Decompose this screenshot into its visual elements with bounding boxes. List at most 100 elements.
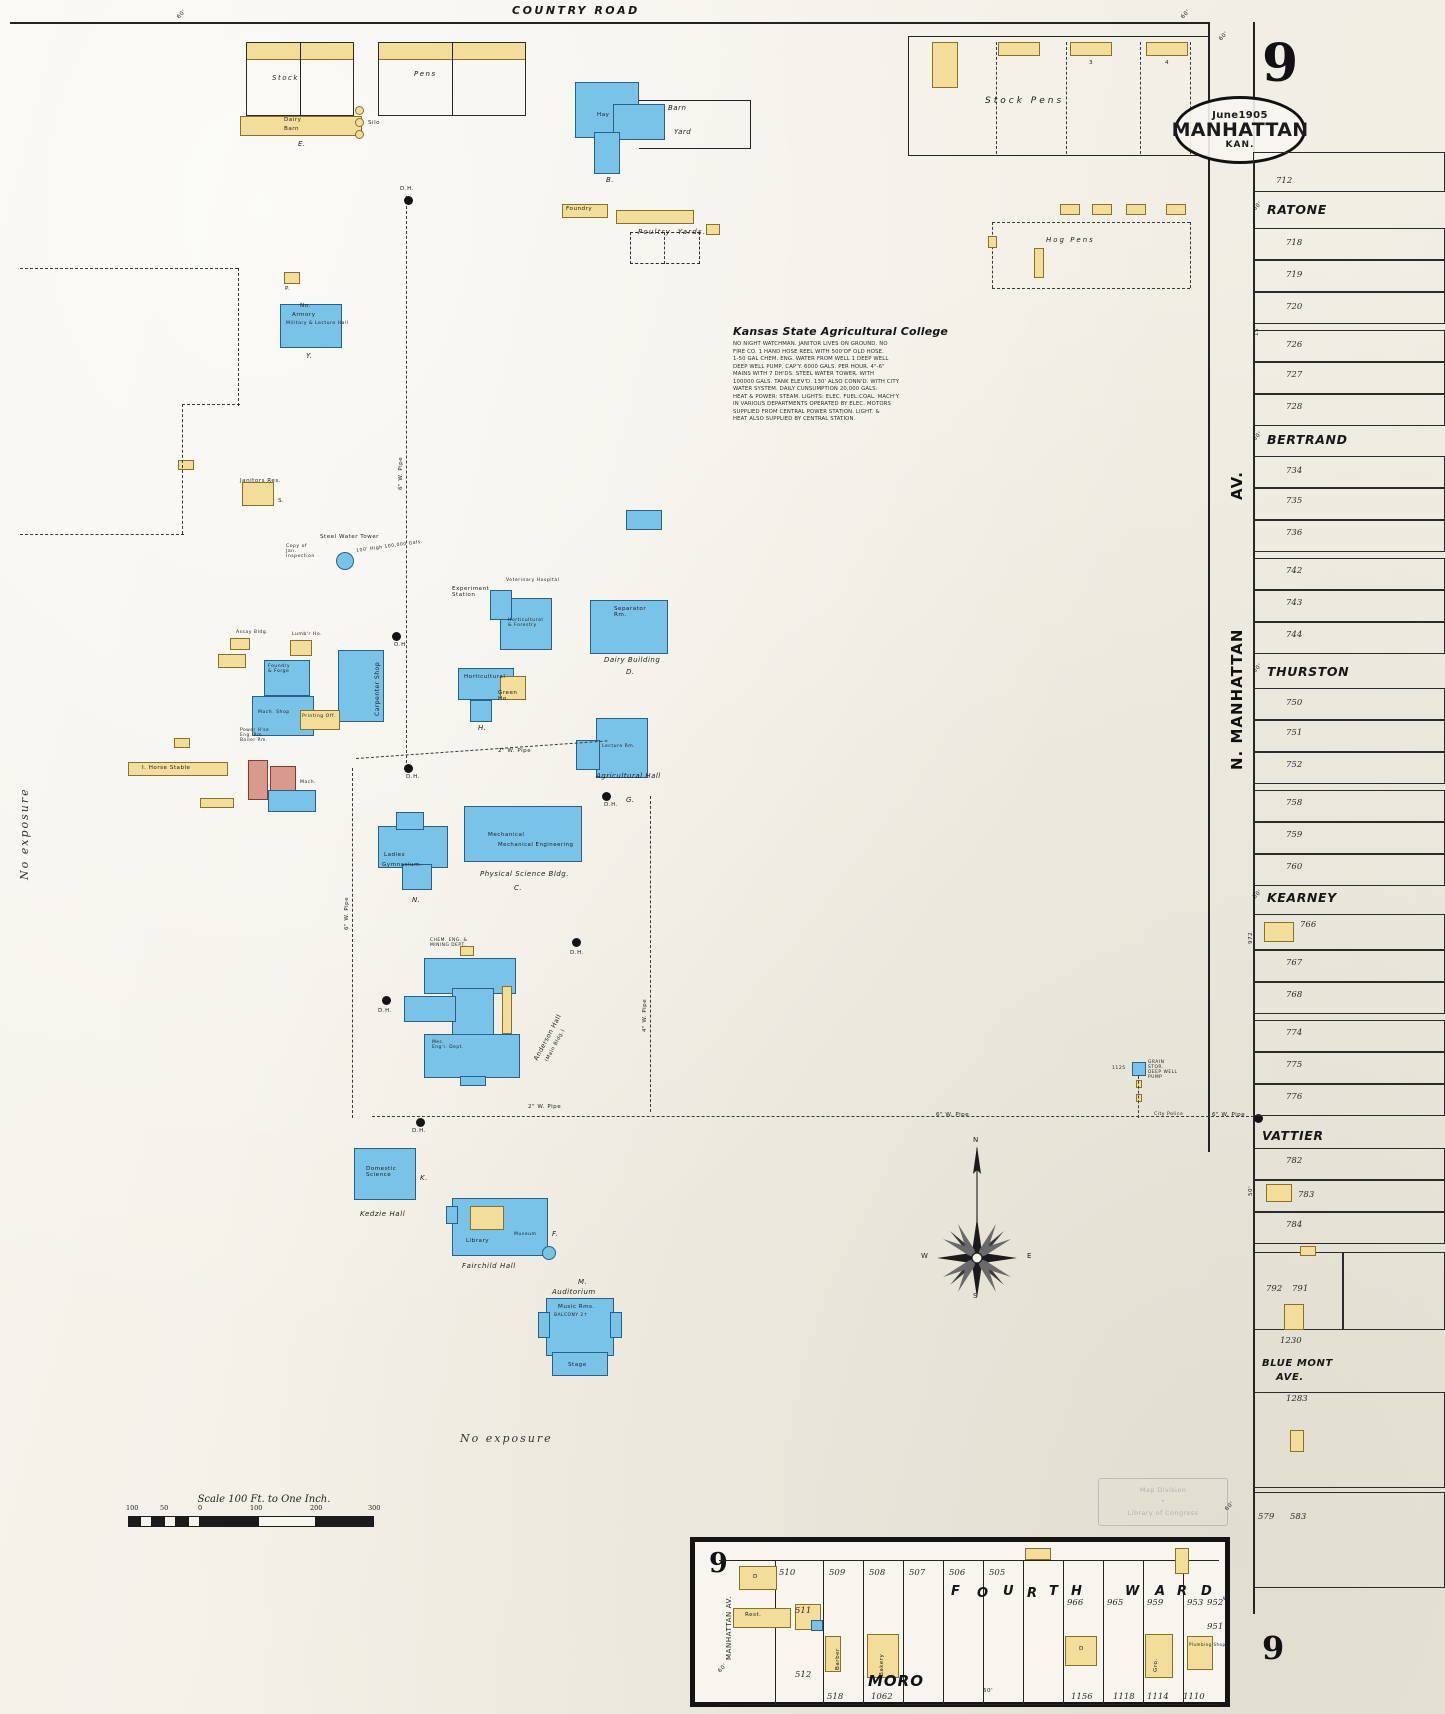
inset-bldg-grocery bbox=[1145, 1634, 1173, 1678]
lot-number: 782 bbox=[1286, 1156, 1303, 1166]
label-stock: Stock bbox=[272, 74, 299, 82]
auditorium-wing-r bbox=[610, 1312, 622, 1338]
label-kedzie-key-K: K. bbox=[420, 1174, 428, 1182]
inset-bldg-restaurant bbox=[733, 1608, 791, 1628]
label-museum: Museum bbox=[514, 1232, 537, 1237]
label-kedzie-hall: Kedzie Hall bbox=[360, 1210, 406, 1218]
label-stock-pens: Stock Pens bbox=[985, 96, 1065, 106]
inset-lot-number: 951 bbox=[1207, 1622, 1224, 1632]
shop-yellow-a bbox=[230, 638, 250, 650]
agricultural-hall-wing bbox=[576, 740, 600, 770]
label-barn-yard: Yard bbox=[674, 128, 692, 136]
lot-758 bbox=[1253, 790, 1445, 822]
inset-lot-number: 509 bbox=[829, 1568, 846, 1578]
inset-lot-number: 966 bbox=[1067, 1598, 1084, 1608]
barn-yard-fence-bottom bbox=[639, 148, 751, 149]
scale-seg bbox=[152, 1516, 164, 1527]
campus-bound-mid bbox=[182, 404, 240, 405]
inset-lot-number: 507 bbox=[909, 1568, 926, 1578]
street-label-bluemont: BLUE MONT bbox=[1262, 1358, 1333, 1369]
scale-tick-label: 50 bbox=[160, 1504, 169, 1512]
label-fairchild-hall: Fairchild Hall bbox=[462, 1262, 516, 1270]
auditorium-wing-l bbox=[538, 1312, 550, 1338]
inset-map-fourth-ward: 9 MANHATTAN AV. 60' 510 509 508 507 506 … bbox=[690, 1537, 1230, 1707]
label-vet-hospital: Veterinary Hospital bbox=[506, 578, 560, 583]
campus-bound-left bbox=[238, 268, 239, 406]
inset-row-mid bbox=[719, 1704, 1219, 1705]
lot-number: 744 bbox=[1286, 630, 1303, 640]
label-pens: Pens bbox=[414, 70, 437, 78]
label-lumber-ho: Lumb'r Ho. bbox=[292, 632, 323, 637]
ladies-gym-stem bbox=[402, 864, 432, 890]
lot-number: 758 bbox=[1286, 798, 1303, 808]
stockpen-num-3: 3 bbox=[1089, 60, 1094, 66]
pipe-label-6in-c: 4" W. Pipe bbox=[642, 998, 648, 1032]
printing-office bbox=[300, 710, 340, 730]
label-water-tower: Steel Water Tower bbox=[320, 534, 379, 540]
label-auditorium-balcony: BALCONY 2↑ bbox=[554, 1313, 588, 1318]
label-silo-note: Silo bbox=[368, 120, 381, 126]
inset-col-2 bbox=[823, 1560, 824, 1704]
compass-west-label: W bbox=[921, 1252, 929, 1260]
street-width-vattier: 50' bbox=[1248, 1185, 1254, 1196]
hogpen-frame-bottom bbox=[992, 288, 1190, 289]
fairchild-annex bbox=[470, 1206, 504, 1230]
note-line: IN VARIOUS DEPARTMENTS OPERATED BY ELEC.… bbox=[733, 401, 891, 408]
lot-727 bbox=[1253, 362, 1445, 394]
lot-number: 776 bbox=[1286, 1092, 1303, 1102]
hydrant-label-3: D.H. bbox=[406, 774, 420, 780]
pipe-6in-vertical-right bbox=[650, 796, 651, 1112]
street-width-top-right2: 60' bbox=[1218, 30, 1230, 43]
college-note-block: Kansas State Agricultural College NO NIG… bbox=[733, 325, 948, 424]
barn-yard-fence-top bbox=[639, 100, 751, 101]
lot-number: 718 bbox=[1286, 238, 1303, 248]
poultry-yard-pen bbox=[630, 232, 700, 264]
lot-number: 760 bbox=[1286, 862, 1303, 872]
street-label-bluemont2: AVE. bbox=[1276, 1372, 1304, 1383]
lot-number: 712 bbox=[1276, 176, 1293, 186]
shops-blue-low bbox=[268, 790, 316, 812]
hydrant-label-4: D.H. bbox=[604, 802, 618, 808]
label-shop-misc: Mach. bbox=[300, 780, 317, 785]
inset-lot-number: 505 bbox=[989, 1568, 1006, 1578]
inset-lot-number: 506 bbox=[949, 1568, 966, 1578]
agricultural-hall bbox=[596, 718, 648, 778]
lot-752 bbox=[1253, 752, 1445, 784]
inset-width-left: 60' bbox=[717, 1662, 729, 1675]
label-barn-key-B: B. bbox=[606, 176, 615, 184]
hydrant-label-6: D.H. bbox=[378, 1008, 392, 1014]
hydrant-1 bbox=[404, 196, 413, 205]
grain-storage-pump bbox=[1132, 1062, 1146, 1076]
no-exposure-bottom-label: No exposure bbox=[460, 1432, 553, 1445]
street-label-thurston: THURSTON bbox=[1267, 664, 1350, 679]
note-line: 1-50 GAL CHEM. ENG. WATER FROM WELL 1 DE… bbox=[733, 356, 889, 363]
label-armory-sub: Military & Lecture Hall bbox=[286, 321, 349, 326]
lot-number: 728 bbox=[1286, 402, 1303, 412]
dairy-building bbox=[590, 600, 668, 654]
hogpen-frame-left bbox=[992, 222, 993, 288]
lot-775 bbox=[1253, 1052, 1445, 1084]
inset-lot-number: 512 bbox=[795, 1670, 812, 1680]
label-chem-eng: CHEM. ENG. &MINING DEPT. bbox=[430, 938, 468, 948]
map-border-top bbox=[10, 22, 1210, 25]
label-mech-eng2: Mechanical Engineering bbox=[498, 842, 574, 848]
stockpen-frame-left bbox=[908, 36, 910, 156]
physical-science-bldg bbox=[464, 806, 582, 862]
anderson-hall-porch bbox=[460, 1076, 486, 1086]
lot-791 bbox=[1343, 1252, 1445, 1330]
scale-bar: Scale 100 Ft. to One Inch. 100 50 0 100 … bbox=[126, 1494, 400, 1527]
lot-number: 768 bbox=[1286, 990, 1303, 1000]
cartouche-date: June1905 bbox=[1212, 110, 1268, 121]
ward-letter: U bbox=[1003, 1584, 1014, 1599]
cartouche-state: KAN. bbox=[1225, 140, 1255, 150]
inset-row-top bbox=[719, 1560, 1219, 1561]
barn-wing-right bbox=[613, 104, 665, 140]
poultry-coop-4 bbox=[1166, 204, 1186, 215]
inset-label-restaurant: Rest. bbox=[745, 1612, 762, 1618]
pipe-6in-vertical-mid bbox=[352, 768, 353, 1118]
lot-number: 720 bbox=[1286, 302, 1303, 312]
lot-number: 774 bbox=[1286, 1028, 1303, 1038]
chem-eng-annex bbox=[460, 946, 474, 956]
janitors-res bbox=[242, 482, 274, 506]
